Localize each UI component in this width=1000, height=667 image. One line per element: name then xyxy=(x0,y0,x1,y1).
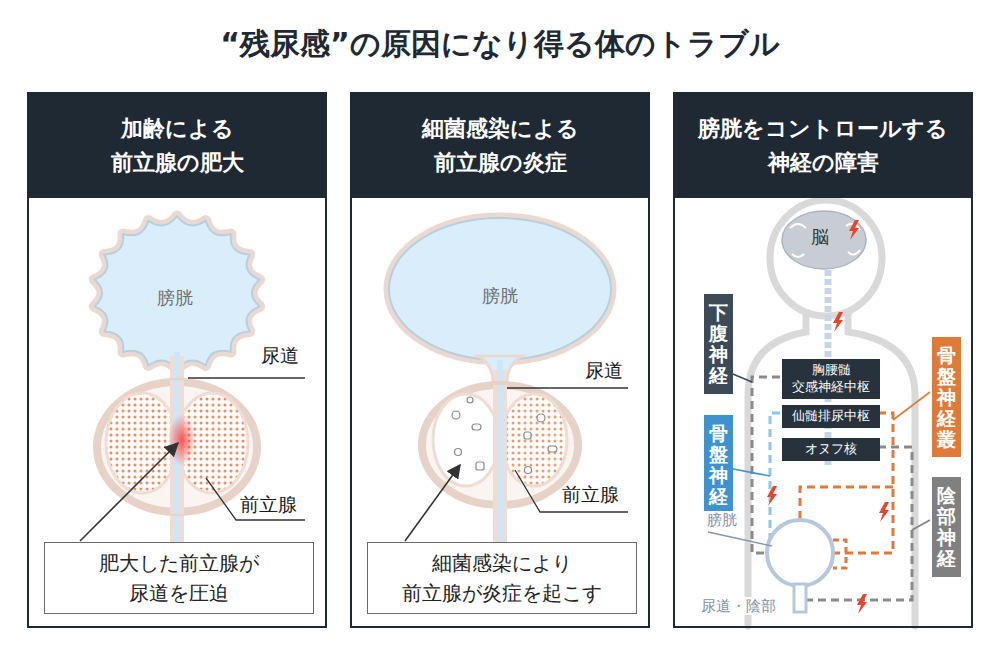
text-line: 前立腺の肥大 xyxy=(111,146,244,180)
part-label: 前立腺 xyxy=(562,483,619,506)
figure-part xyxy=(405,465,460,541)
box-text: 仙髄排尿中枢 xyxy=(784,408,878,425)
enlarged-prostate-figure xyxy=(80,216,305,542)
figure-part xyxy=(206,478,305,520)
caption-box: 細菌感染により 前立腺が炎症を起こす xyxy=(367,542,637,614)
figure-part xyxy=(748,314,915,626)
text-line: 細菌感染により xyxy=(376,548,628,578)
figure-part xyxy=(525,467,532,474)
figure-part xyxy=(790,224,860,257)
figure-part xyxy=(524,432,531,439)
center-box: 仙髄排尿中枢 xyxy=(782,405,880,428)
figure-part xyxy=(433,394,499,486)
figure-part xyxy=(879,502,889,522)
text-line: 肥大した前立腺が xyxy=(53,548,305,578)
figure-part xyxy=(515,470,628,512)
bacteria xyxy=(452,397,557,474)
figure-part xyxy=(728,468,770,476)
figure-part xyxy=(472,424,481,430)
part-label: 尿道・陰部 xyxy=(698,597,779,615)
figure-part xyxy=(752,377,780,553)
figure-part xyxy=(452,411,460,419)
box-text: オヌフ核 xyxy=(784,441,878,458)
text-line: 加齢による xyxy=(111,112,244,146)
inflamed-prostate-figure xyxy=(389,218,628,542)
figure-part xyxy=(548,446,557,452)
figure-part xyxy=(476,462,484,470)
text-line: 神経の障害 xyxy=(698,146,948,180)
box-text: 肥大した前立腺が 尿道を圧迫 xyxy=(53,548,305,608)
figure-part xyxy=(389,218,611,360)
part-label: 脳 xyxy=(811,226,829,248)
text-line: 膀胱をコントロールする xyxy=(698,112,948,146)
nerve-figure xyxy=(708,200,930,626)
nerve-label-box: 陰部神経 xyxy=(932,477,961,577)
panel-heading: 膀胱をコントロールする 神経の障害 xyxy=(698,112,948,180)
nerve-label-box: 骨盤神経叢 xyxy=(932,337,961,457)
figure-part xyxy=(94,216,259,370)
figure-part xyxy=(94,216,259,370)
figure-part xyxy=(833,312,843,332)
text-line: 前立腺が炎症を起こす xyxy=(376,578,628,608)
part-label: 膀胱 xyxy=(482,285,518,307)
figure-part xyxy=(893,392,930,420)
text-line: 胸腰髄 xyxy=(784,362,878,379)
figure-part xyxy=(537,414,545,422)
panel-header: 加齢による 前立腺の肥大 xyxy=(29,94,325,198)
figure-part xyxy=(767,520,833,586)
panel: 膀胱をコントロールする 神経の障害下腹神経胸腰髄 交感神経中枢 骨盤神経叢仙髄排尿… xyxy=(673,92,973,628)
figure-part xyxy=(794,584,806,612)
panel-header: 細菌感染による 前立腺の炎症 xyxy=(352,94,648,198)
box-text: 胸腰髄 交感神経中枢 xyxy=(784,362,878,396)
part-label: 尿道 xyxy=(585,359,623,382)
part-label: 膀胱 xyxy=(704,511,740,529)
box-text: 下腹神経 xyxy=(709,302,728,386)
figure-part xyxy=(782,211,866,269)
figure-part xyxy=(188,377,305,378)
figure-part xyxy=(912,520,930,530)
figure-part xyxy=(389,218,611,360)
panel-header: 膀胱をコントロールする 神経の障害 xyxy=(675,94,971,198)
figure-part xyxy=(455,449,462,456)
diagram-title: “残尿感”の原因になり得る体のトラブル xyxy=(0,24,1000,63)
center-box: 胸腰髄 交感神経中枢 xyxy=(782,359,880,399)
figure-part xyxy=(708,532,772,546)
figure-part xyxy=(857,594,867,614)
figure-part xyxy=(168,414,196,466)
figure-part xyxy=(501,394,567,486)
figure-part xyxy=(507,387,628,388)
text-line: 細菌感染による xyxy=(422,112,579,146)
panel-heading: 細菌感染による 前立腺の炎症 xyxy=(422,112,579,180)
text-line: 尿道を圧迫 xyxy=(53,578,305,608)
figure-part xyxy=(80,443,178,541)
part-label: 尿道 xyxy=(261,344,299,367)
panel-heading: 加齢による 前立腺の肥大 xyxy=(111,112,244,180)
figure-part xyxy=(493,385,507,509)
caption-box: 肥大した前立腺が 尿道を圧迫 xyxy=(44,542,314,614)
box-text: 骨盤神経叢 xyxy=(937,345,956,449)
nerve-label-box: 骨盤神経 xyxy=(704,415,733,515)
figure-part xyxy=(467,397,473,403)
figure-part xyxy=(849,220,859,240)
text-line: 前立腺の炎症 xyxy=(422,146,579,180)
part-label: 膀胱 xyxy=(157,287,193,309)
center-box: オヌフ核 xyxy=(782,438,880,461)
figure-part xyxy=(497,360,503,542)
box-text: 骨盤神経 xyxy=(709,423,728,507)
nerve-label-box: 下腹神経 xyxy=(704,294,733,394)
box-text: 細菌感染により 前立腺が炎症を起こす xyxy=(376,548,628,608)
figure-part xyxy=(770,413,780,539)
figure-part xyxy=(497,385,503,509)
figure-part xyxy=(767,486,777,506)
part-label: 前立腺 xyxy=(240,493,297,516)
text-line: 交感神経中枢 xyxy=(784,379,878,396)
box-text: 陰部神経 xyxy=(937,485,956,569)
